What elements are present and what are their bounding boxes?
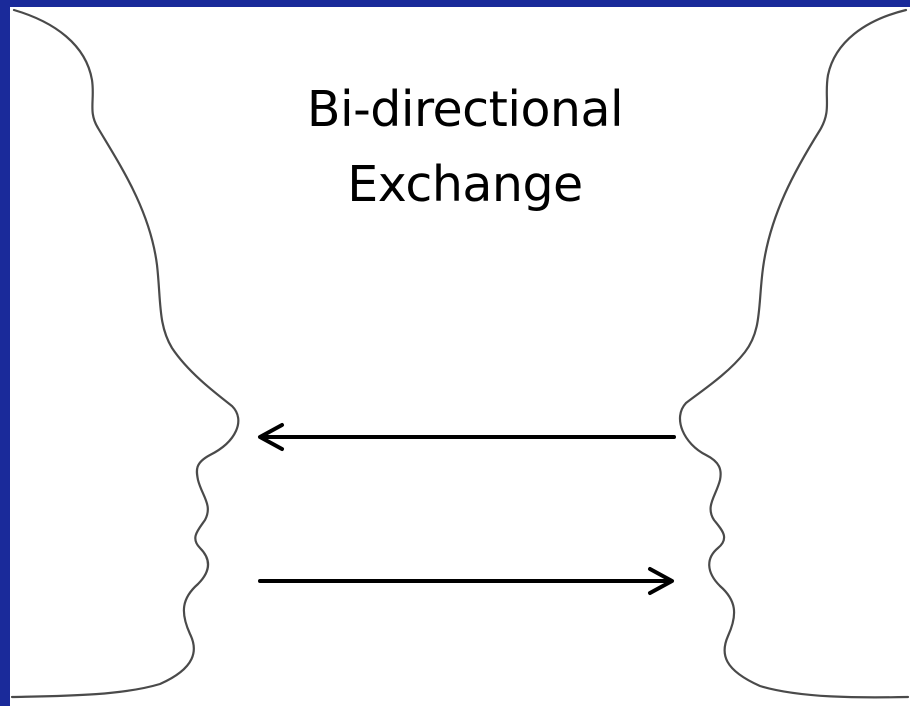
arrow-to-left [258,423,676,451]
slide-canvas [10,7,910,706]
left-face-profile [10,8,240,699]
title-line-2: Exchange [347,156,583,213]
slide-border-left [0,0,10,706]
slide-title: Bi-directional Exchange [240,72,690,222]
right-face-profile [678,8,910,699]
title-line-1: Bi-directional [306,81,624,138]
slide-border-top [0,0,910,7]
arrow-to-right [258,567,674,595]
